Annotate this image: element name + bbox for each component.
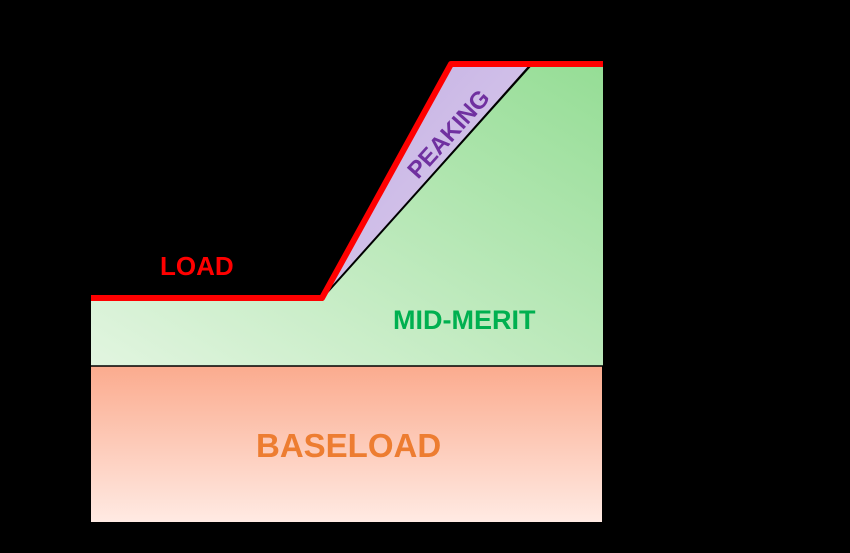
baseload-label: BASELOAD (256, 427, 441, 464)
load-label: LOAD (160, 251, 234, 281)
mid-merit-region (91, 63, 603, 366)
mid-merit-label: MID-MERIT (393, 305, 536, 335)
peaking-mid-merit-divider (323, 64, 532, 297)
baseload-region (91, 366, 602, 522)
load-curve (91, 61, 603, 301)
